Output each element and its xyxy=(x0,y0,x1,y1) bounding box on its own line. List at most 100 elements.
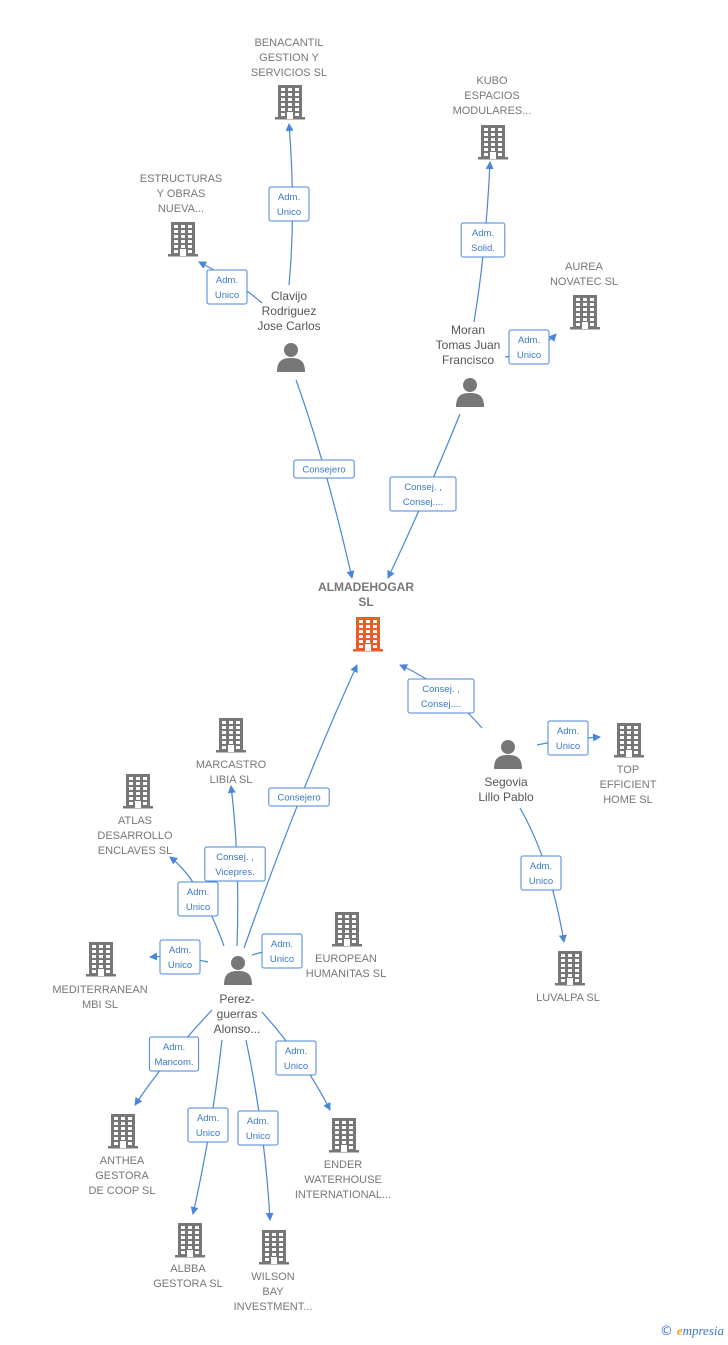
edge-label-moran-to-aurea[interactable]: Adm. Unico xyxy=(508,329,550,365)
edge-label-text: Consej. , xyxy=(404,482,442,493)
edge-label-text: Adm. xyxy=(169,945,191,956)
building-icon xyxy=(216,718,246,753)
building-icon xyxy=(259,1230,289,1265)
node-label-line: NUEVA... xyxy=(158,203,204,215)
edge-label-moran-to-almadehogar[interactable]: Consej. ,Consej.... xyxy=(389,476,457,512)
building-icon xyxy=(614,723,644,758)
edge-label-perez-to-almadehogar[interactable]: Consejero xyxy=(268,787,330,807)
person-node-perez[interactable]: Perez-guerrasAlonso... xyxy=(214,956,261,1036)
edge-label-text: Unico xyxy=(277,207,301,218)
node-label-line: ESPACIOS xyxy=(464,90,519,102)
building-icon xyxy=(332,912,362,947)
edge-clavijo-to-almadehogar xyxy=(295,379,355,579)
node-label-line: ENCLAVES SL xyxy=(98,845,172,857)
node-label-line: Segovia xyxy=(484,775,528,789)
node-label-line: Tomas Juan xyxy=(436,338,501,352)
edge-label-text: Adm. xyxy=(518,335,540,346)
node-label-line: SERVICIOS SL xyxy=(251,67,327,79)
node-label-line: MEDITERRANEAN xyxy=(52,984,147,996)
edge-label-text: Adm. xyxy=(163,1042,185,1053)
edge-label-perez-to-wilson[interactable]: Adm.Unico xyxy=(237,1110,279,1146)
edge-label-perez-to-marcastro[interactable]: Consej. , Vicepres. xyxy=(204,846,266,882)
brand-initial: e xyxy=(676,1323,683,1338)
edge-label-text: Adm. xyxy=(271,939,293,950)
company-node-marcastro[interactable]: MARCASTRO LIBIA SL xyxy=(196,718,267,786)
node-label-line: ENDER xyxy=(324,1159,363,1171)
edge-label-perez-to-atlas[interactable]: Adm.Unico xyxy=(177,881,219,917)
brand-name: mpresia xyxy=(682,1323,724,1338)
edge-label-text: Unico xyxy=(215,290,239,301)
edge-label-text: Adm. xyxy=(557,726,579,737)
edge-label-moran-to-kubo[interactable]: Adm.Solid. xyxy=(460,222,506,258)
node-label-line: LIBIA SL xyxy=(210,774,253,786)
edge-label-perez-to-mediterranean[interactable]: Adm. Unico xyxy=(159,939,201,975)
company-node-wilson[interactable]: WILSONBAYINVESTMENT... xyxy=(234,1230,313,1313)
edge-label-text: Unico xyxy=(168,960,192,971)
node-label-line: INTERNATIONAL... xyxy=(295,1189,391,1201)
node-label-line: NOVATEC SL xyxy=(550,276,618,288)
building-icon xyxy=(478,125,508,160)
node-label-line: MBI SL xyxy=(82,999,118,1011)
edge-label-text: Unico xyxy=(517,350,541,361)
edges-layer xyxy=(134,123,601,1221)
edge-label-text: Adm. xyxy=(187,887,209,898)
company-node-mediterranean[interactable]: MEDITERRANEAN MBI SL xyxy=(52,942,148,1011)
company-node-aurea[interactable]: AUREA NOVATEC SL xyxy=(550,261,618,330)
node-label-line: EFFICIENT xyxy=(600,779,657,791)
company-node-ender[interactable]: ENDER WATERHOUSE INTERNATIONAL... xyxy=(295,1118,391,1201)
edge-label-segovia-to-almadehogar[interactable]: Consej. ,Consej.... xyxy=(407,678,475,714)
building-icon xyxy=(123,774,153,809)
edge-label-clavijo-to-almadehogar[interactable]: Consejero xyxy=(293,459,355,479)
edge-label-perez-to-european[interactable]: Adm. Unico xyxy=(261,933,303,969)
node-label-line: Y OBRAS xyxy=(157,188,206,200)
node-label-line: GESTORA SL xyxy=(153,1278,223,1290)
edge-label-text: Unico xyxy=(246,1131,270,1142)
node-label-line: TOP xyxy=(617,764,639,776)
building-icon xyxy=(570,295,600,330)
edge-label-segovia-to-topefficient[interactable]: Adm. Unico xyxy=(547,720,589,756)
edge-label-text: Unico xyxy=(270,954,294,965)
edge-label-text: Adm. xyxy=(197,1113,219,1124)
node-label-line: Perez- xyxy=(219,992,254,1006)
node-label-line: Moran xyxy=(451,323,485,337)
node-label-line: AUREA xyxy=(565,261,604,273)
edge-label-clavijo-to-estructuras[interactable]: Adm.Unico xyxy=(206,269,248,305)
company-node-luvalpa[interactable]: LUVALPA SL xyxy=(536,951,600,1004)
building-icon xyxy=(353,617,383,652)
edge-label-clavijo-to-benacantil[interactable]: Adm. Unico xyxy=(268,186,310,222)
edge-label-perez-to-anthea[interactable]: Adm.Mancom. xyxy=(148,1036,200,1072)
edge-label-text: Vicepres. xyxy=(215,867,254,878)
edge-label-text: Adm. xyxy=(278,192,300,203)
edge-label-text: Unico xyxy=(284,1061,308,1072)
node-label-line: WATERHOUSE xyxy=(304,1174,382,1186)
node-label-line: Clavijo xyxy=(271,289,307,303)
edge-label-text: Adm. xyxy=(472,228,494,239)
building-icon xyxy=(275,85,305,120)
company-node-kubo[interactable]: KUBOESPACIOSMODULARES... xyxy=(453,75,532,160)
edge-label-text: Consej. , xyxy=(216,852,254,863)
edge-label-perez-to-ender[interactable]: Adm. Unico xyxy=(275,1040,317,1076)
edge-label-perez-to-albba[interactable]: Adm.Unico xyxy=(187,1107,229,1143)
edge-label-text: Unico xyxy=(556,741,580,752)
edge-label-text: Adm. xyxy=(285,1046,307,1057)
node-label-line: DESARROLLO xyxy=(97,830,173,842)
edge-label-segovia-to-luvalpa[interactable]: Adm.Unico xyxy=(520,855,562,891)
node-label-line: LUVALPA SL xyxy=(536,992,600,1004)
node-label-line: MARCASTRO xyxy=(196,759,267,771)
edge-label-text: Consejero xyxy=(277,793,320,804)
edge-label-text: Consejero xyxy=(302,465,345,476)
node-label-line: Alonso... xyxy=(214,1022,261,1036)
node-label-line: BAY xyxy=(262,1286,284,1298)
